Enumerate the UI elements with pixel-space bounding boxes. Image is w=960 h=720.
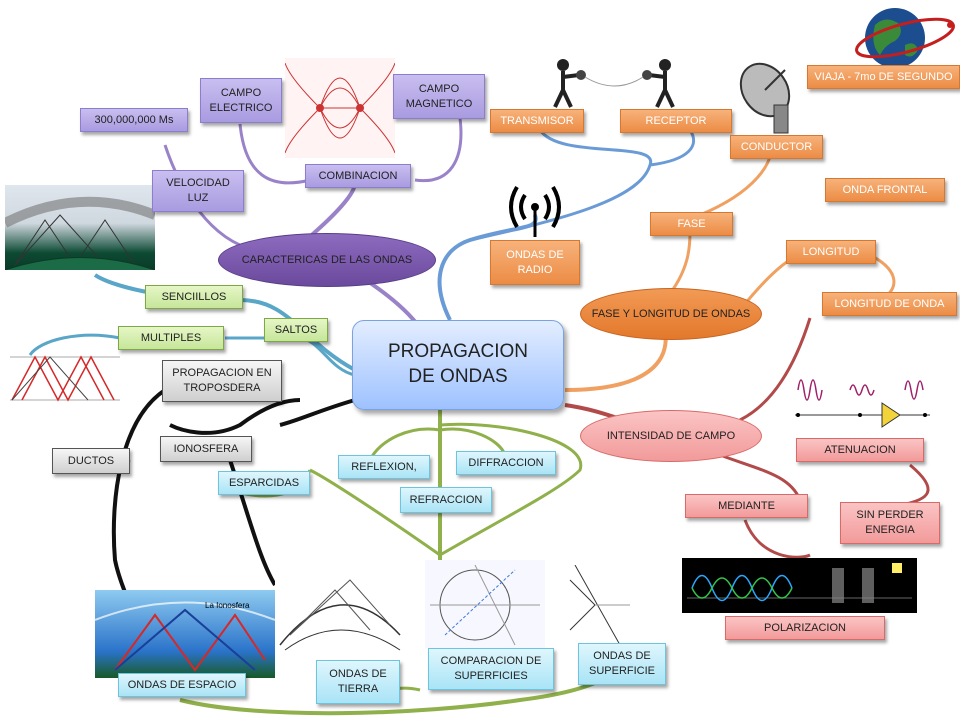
campo-magnetico-node[interactable]: CAMPO MAGNETICO: [393, 74, 485, 119]
ionosphere-label: La Ionosfera: [205, 601, 250, 610]
combinacion-node[interactable]: COMBINACION: [305, 164, 411, 188]
ionosfera-node[interactable]: IONOSFERA: [160, 436, 252, 462]
satellite-dish-icon: [730, 60, 800, 135]
ondas-tierra-node[interactable]: ONDAS DE TIERRA: [316, 660, 400, 704]
saltos-node[interactable]: SALTOS: [264, 318, 328, 342]
multiples-node[interactable]: MULTIPLES: [118, 326, 224, 350]
fase-longitud-node[interactable]: FASE Y LONGITUD DE ONDAS: [580, 288, 762, 340]
velocidad-valor-node[interactable]: 300,000,000 Ms: [80, 108, 188, 132]
multiple-hops-diagram-image: [10, 352, 120, 410]
field-lines-image: [285, 58, 395, 158]
ductos-node[interactable]: DUCTOS: [52, 448, 130, 474]
surface-comparison-diagram-image: [425, 560, 545, 648]
mediante-node[interactable]: MEDIANTE: [685, 494, 808, 518]
intensidad-campo-node[interactable]: INTENSIDAD DE CAMPO: [580, 410, 762, 462]
attenuation-diagram-image: [790, 365, 935, 430]
onda-frontal-node[interactable]: ONDA FRONTAL: [825, 178, 945, 202]
ionosphere-photo-image: La Ionosfera: [95, 590, 275, 678]
campo-electrico-node[interactable]: CAMPO ELECTRICO: [200, 78, 282, 123]
velocidad-luz-node[interactable]: VELOCIDAD LUZ: [152, 170, 244, 212]
ondas-superficie-node[interactable]: ONDAS DE SUPERFICIE: [578, 643, 666, 685]
fase-node[interactable]: FASE: [650, 212, 733, 236]
longitud-onda-node[interactable]: LONGITUD DE ONDA: [822, 292, 957, 316]
transmisor-node[interactable]: TRANSMISOR: [490, 109, 584, 133]
refraccion-node[interactable]: REFRACCION: [400, 487, 492, 513]
reflexion-node[interactable]: REFLEXION,: [338, 455, 430, 479]
globe-icon: [850, 5, 960, 70]
conductor-node[interactable]: CONDUCTOR: [730, 135, 823, 159]
central-topic[interactable]: PROPAGACION DE ONDAS: [352, 320, 564, 410]
caracteristicas-ondas-node[interactable]: CARACTERICAS DE LAS ONDAS: [218, 233, 436, 287]
surface-wave-diagram-image: [565, 565, 635, 645]
ondas-radio-node[interactable]: ONDAS DE RADIO: [490, 240, 580, 285]
ondas-espacio-node[interactable]: ONDAS DE ESPACIO: [118, 673, 246, 697]
sin-perder-energia-node[interactable]: SIN PERDER ENERGIA: [840, 502, 940, 544]
boxers-image: [545, 55, 685, 110]
comparacion-superficies-node[interactable]: COMPARACION DE SUPERFICIES: [428, 648, 554, 690]
ionosphere-diagram-image: [5, 185, 155, 270]
receptor-node[interactable]: RECEPTOR: [620, 109, 732, 133]
polarizacion-node[interactable]: POLARIZACION: [725, 616, 885, 640]
polarization-diagram-image: [682, 558, 917, 613]
atenuacion-node[interactable]: ATENUACION: [796, 438, 924, 462]
ground-wave-diagram-image: [275, 565, 405, 655]
longitud-node[interactable]: LONGITUD: [786, 240, 876, 264]
difraccion-node[interactable]: DIFFRACCION: [456, 451, 556, 475]
viaja-node[interactable]: VIAJA - 7mo DE SEGUNDO: [807, 65, 960, 89]
radio-waves-icon: [505, 182, 565, 237]
troposfera-node[interactable]: PROPAGACION EN TROPOSDERA: [162, 360, 282, 402]
esparcidas-node[interactable]: ESPARCIDAS: [218, 471, 310, 495]
sencillos-node[interactable]: SENCIILLOS: [145, 285, 243, 309]
